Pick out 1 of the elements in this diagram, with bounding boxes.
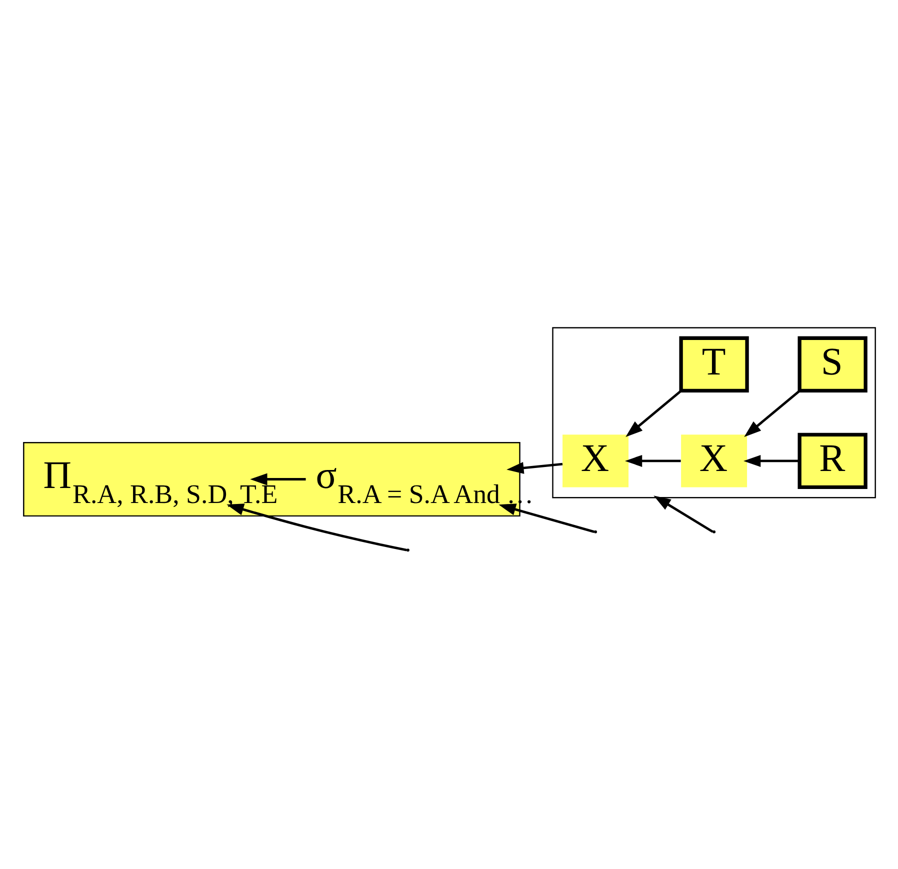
node-text: Π$_{R.A, R.B, S.D, T.E}$ bbox=[42, 454, 278, 509]
